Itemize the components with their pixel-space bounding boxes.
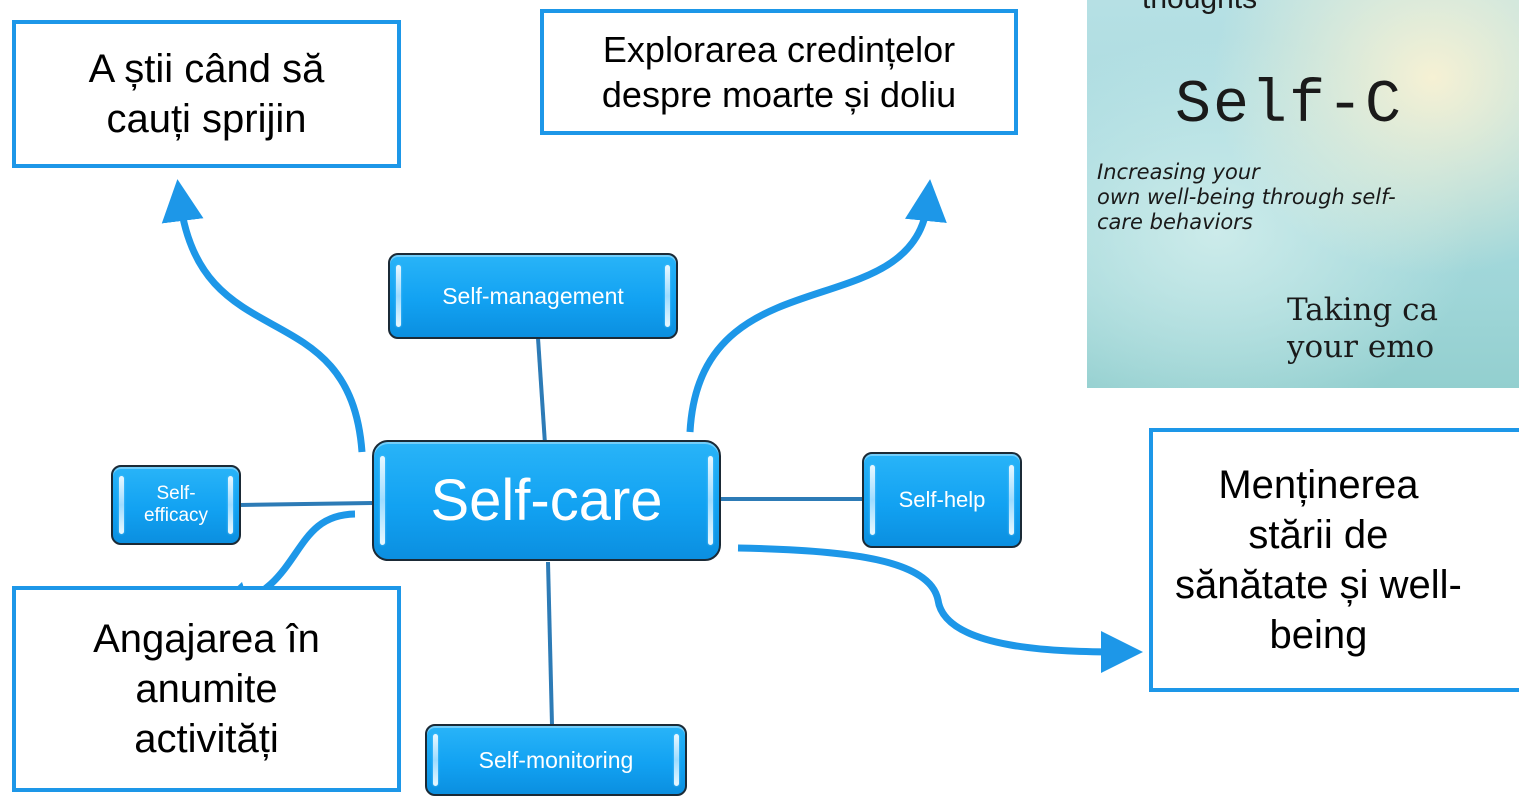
poster-taking-text: Taking ca your emo — [1287, 292, 1438, 365]
node-self-monitoring-label: Self-monitoring — [478, 746, 634, 773]
arrow-to-wellbeing — [737, 544, 1143, 673]
poster-thoughts-text: thoughts — [1142, 0, 1257, 16]
callout-activities-text: Angajarea în anumite activități — [93, 617, 320, 761]
poster-subtitle: Increasing your own well-being through s… — [1097, 160, 1396, 235]
node-self-care[interactable]: Self-care — [372, 440, 721, 561]
callout-wellbeing-text: Menținerea stării de sănătate și well- b… — [1175, 463, 1462, 657]
callout-support-text: A știi când să cauți sprijin — [88, 47, 325, 141]
node-self-monitoring[interactable]: Self-monitoring — [425, 724, 687, 796]
node-self-efficacy-label: Self- efficacy — [143, 483, 209, 526]
arrow-to-support — [161, 179, 366, 453]
link-monitoring — [546, 561, 554, 726]
node-self-management-label: Self-management — [442, 282, 624, 309]
callout-support: A știi când să cauți sprijin — [12, 20, 401, 168]
poster-title: Self-C — [1175, 72, 1404, 140]
self-care-poster-image: thoughts Self-C Increasing your own well… — [1087, 0, 1519, 388]
arrow-to-beliefs — [686, 179, 947, 433]
callout-activities: Angajarea în anumite activități — [12, 586, 401, 792]
link-management — [536, 337, 547, 445]
callout-beliefs-text: Explorarea credințelor despre moarte și … — [601, 29, 957, 115]
node-self-care-label: Self-care — [430, 468, 663, 533]
callout-beliefs: Explorarea credințelor despre moarte și … — [540, 9, 1018, 135]
node-self-management[interactable]: Self-management — [388, 253, 678, 339]
link-efficacy — [239, 501, 373, 507]
node-self-help[interactable]: Self-help — [862, 452, 1022, 548]
node-self-efficacy[interactable]: Self- efficacy — [111, 465, 241, 545]
callout-wellbeing: Menținerea stării de sănătate și well- b… — [1149, 428, 1519, 692]
node-self-help-label: Self-help — [898, 487, 986, 512]
